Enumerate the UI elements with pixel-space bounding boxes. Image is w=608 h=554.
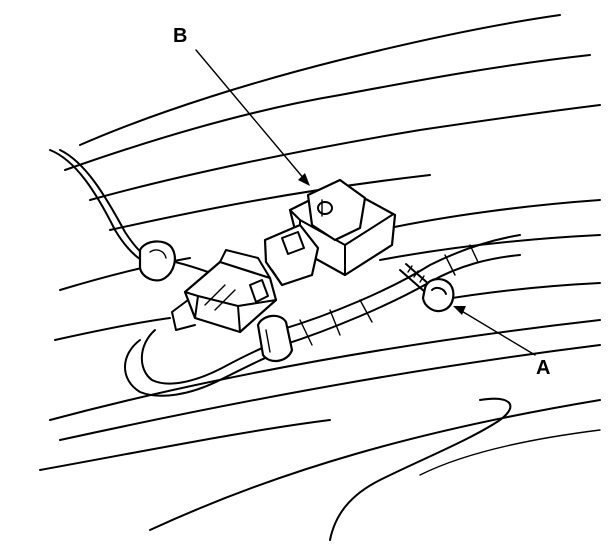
callout-label-b: B: [173, 25, 187, 47]
mounting-bolt: [399, 263, 455, 313]
sensor-unit: [263, 178, 397, 287]
leader-line-b: [195, 49, 310, 186]
harness-clip: [256, 314, 294, 363]
harness-clip: [138, 240, 176, 282]
panel-outline: [39, 14, 601, 541]
harness-connector: [171, 249, 278, 334]
callout-label-a: A: [536, 357, 550, 379]
leader-line-a: [453, 306, 536, 356]
wire-harness: [49, 149, 521, 397]
